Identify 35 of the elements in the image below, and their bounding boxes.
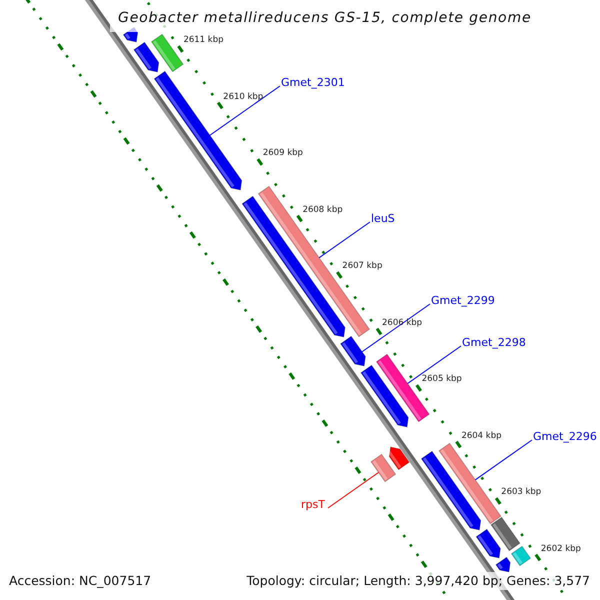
scale-label: 2604 kbp <box>461 430 502 440</box>
gene-bar <box>360 364 409 428</box>
leader-line <box>362 304 430 352</box>
scale-label: 2605 kbp <box>422 374 462 384</box>
scale-label: 2602 kbp <box>540 544 581 554</box>
gene-bar <box>510 546 532 566</box>
gene-label: Gmet_2296 <box>533 431 597 443</box>
gene-bar <box>133 42 160 72</box>
gene-bar <box>490 516 520 552</box>
scale-label: 2611 kbp <box>183 35 224 45</box>
scale-label: 2609 kbp <box>262 148 303 158</box>
gene-bar <box>386 446 410 470</box>
scale-label: 2606 kbp <box>382 318 422 328</box>
gene-bar <box>420 450 482 530</box>
gene-bar <box>340 336 366 366</box>
scale-label: 2607 kbp <box>342 261 382 271</box>
gene-bar <box>154 70 242 190</box>
gene-bar <box>495 556 511 572</box>
gene-bar <box>150 34 184 72</box>
gene-label: rpsT <box>301 499 325 511</box>
leader-line <box>474 440 532 480</box>
gene-label: Gmet_2298 <box>462 337 526 349</box>
scale-label: 2603 kbp <box>501 487 542 497</box>
gene-bar <box>370 454 396 482</box>
leader-line <box>407 346 462 384</box>
scale-label: 2610 kbp <box>223 92 264 102</box>
gene-bar <box>476 528 501 558</box>
genome-stats-text: Topology: circular; Length: 3,997,420 bp; Genes: 3,577 <box>244 572 592 590</box>
leader-line <box>209 86 280 136</box>
gene-label: Gmet_2301 <box>281 77 345 89</box>
leader-line <box>328 472 379 508</box>
gene-bar <box>438 442 502 524</box>
gene-label: Gmet_2299 <box>431 295 495 307</box>
gene-label: leuS <box>371 213 395 225</box>
scale-label: 2608 kbp <box>302 204 343 214</box>
